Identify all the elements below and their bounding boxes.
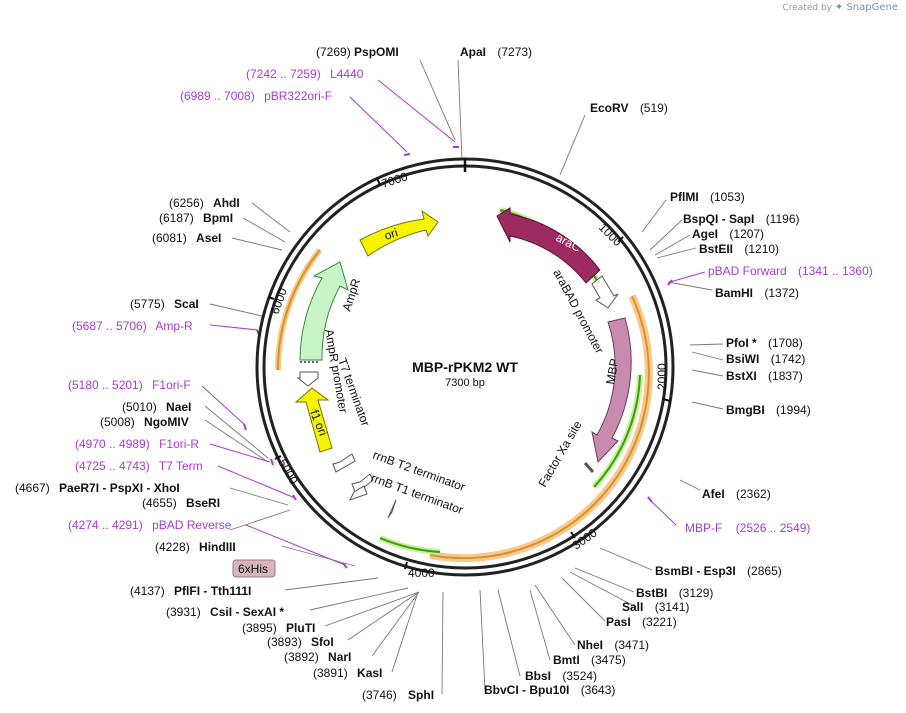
primer-T7-Term[interactable]: (4725 .. 4743) T7 Term (75, 459, 203, 473)
feature-f1-ori[interactable] (294, 387, 333, 453)
snapgene-credit: Created by ✦ SnapGene (782, 2, 898, 13)
site-AfeI[interactable]: AfeI (2362) (702, 487, 771, 501)
site-BbvCI-Bpu10I[interactable]: BbvCI - Bpu10I (3643) (484, 683, 615, 697)
badge-6xHis-label: 6xHis (238, 562, 268, 576)
primer-F1ori-F[interactable]: (5180 .. 5201) F1ori-F (68, 378, 191, 392)
primer-Amp-R[interactable]: (5687 .. 5706) Amp-R (72, 319, 193, 333)
restriction-sites: (7269) PspOMI ApaI (7273) EcoRV (519) Pf… (15, 45, 811, 702)
site-AgeI[interactable]: AgeI (1207) (692, 227, 764, 241)
snapgene-logo: ✦ SnapGene (834, 2, 898, 13)
tick-4000: 4000 (408, 566, 435, 580)
site-PflFI-Tth111I[interactable]: (4137) PflFI - Tth111I (130, 584, 251, 598)
site-AhdI[interactable]: (6256) AhdI (169, 196, 240, 210)
feature-MBP[interactable] (591, 317, 632, 464)
site-CsiI-SexAI[interactable]: (3931) CsiI - SexAI * (166, 605, 284, 619)
site-ScaI[interactable]: (5775) ScaI (130, 297, 199, 311)
site-NarI[interactable]: (3892) NarI (284, 650, 351, 664)
site-PaeR7I-PspXI-XhoI[interactable]: (4667) PaeR7I - PspXI - XhoI (15, 481, 180, 495)
feature-factor-xa[interactable] (583, 462, 595, 473)
primer-pBAD-Reverse[interactable]: (4274 .. 4291) pBAD Reverse (68, 518, 232, 532)
site-ApaI[interactable]: ApaI (7273) (460, 45, 532, 59)
primers: (7242 .. 7259) L4440 (6989 .. 7008) pBR3… (68, 67, 873, 535)
feature-T7-term-arrow[interactable] (348, 485, 368, 501)
site-SphI[interactable]: (3746) SphI (362, 688, 434, 702)
site-BseRI[interactable]: (4655) BseRI (142, 496, 220, 510)
feature-ori-label: ori (383, 225, 400, 242)
site-KasI[interactable]: (3891) KasI (313, 666, 382, 680)
site-NgoMIV[interactable]: (5008) NgoMIV (100, 415, 189, 429)
orf-arcs (274, 248, 653, 563)
site-BmgBI[interactable]: BmgBI (1994) (726, 403, 811, 417)
site-EcoRV[interactable]: EcoRV (519) (590, 101, 668, 115)
primer-MBP-F[interactable]: MBP-F (2526 .. 2549) (685, 521, 810, 535)
tick-2000: 2000 (655, 363, 669, 390)
site-BsiWI[interactable]: BsiWI (1742) (726, 352, 805, 366)
badge-6xHis[interactable]: 6xHis (232, 559, 276, 578)
site-BamHI[interactable]: BamHI (1372) (715, 286, 799, 300)
feature-rrnB-T2[interactable] (387, 499, 397, 519)
primer-F1ori-R[interactable]: (4970 .. 4989) F1ori-R (75, 437, 199, 451)
site-PfoI[interactable]: PfoI * (1708) (726, 336, 803, 350)
feature-factor-xa-label: Factor Xa site (535, 418, 584, 489)
primer-marks (243, 146, 673, 569)
scale-ticks (267, 177, 671, 570)
primer-leaders (201, 79, 706, 566)
site-NheI[interactable]: NheI (3471) (577, 638, 649, 652)
map-subtitle: 7300 bp (445, 377, 485, 389)
site-AseI[interactable]: (6081) AseI (152, 231, 221, 245)
site-PspOMI[interactable]: (7269) PspOMI (316, 45, 399, 59)
tick-7000: 7000 (380, 169, 410, 191)
feature-MBP-label: MBP (603, 357, 621, 385)
feature-araBAD-promoter[interactable] (591, 275, 619, 309)
feature-araC[interactable] (496, 207, 601, 284)
site-BpmI[interactable]: (6187) BpmI (159, 211, 233, 225)
site-PflMI[interactable]: PflMI (1053) (670, 190, 745, 204)
site-SfoI[interactable]: (3893) SfoI (267, 635, 334, 649)
site-HindIII[interactable]: (4228) HindIII (155, 540, 236, 554)
feature-rrnB-T1-arrow[interactable] (332, 453, 356, 473)
site-NaeI[interactable]: (5010) NaeI (122, 400, 191, 414)
leader-lines (204, 59, 724, 695)
feature-f1-ori-label: f1 ori (307, 408, 330, 438)
site-BstEII[interactable]: BstEII (1210) (699, 242, 779, 256)
primer-L4440[interactable]: (7242 .. 7259) L4440 (246, 67, 364, 81)
tick-1000: 1000 (596, 220, 625, 249)
site-BmtI[interactable]: BmtI (3475) (553, 653, 626, 667)
feature-AmpR[interactable] (299, 261, 349, 361)
site-SalI[interactable]: SalI (3141) (622, 600, 689, 614)
credit-brand: SnapGene (846, 2, 898, 13)
site-BstBI[interactable]: BstBI (3129) (636, 586, 713, 600)
site-PasI[interactable]: PasI (3221) (606, 615, 677, 629)
primer-pBAD-Forward[interactable]: pBAD Forward (1341 .. 1360) (708, 264, 873, 278)
tick-5000: 5000 (275, 457, 301, 487)
site-BspQI-SapI[interactable]: BspQI - SapI (1196) (683, 212, 799, 226)
site-BsmBI-Esp3I[interactable]: BsmBI - Esp3I (2865) (655, 564, 782, 578)
site-PluTI[interactable]: (3895) PluTI (242, 621, 315, 635)
site-BstXI[interactable]: BstXI (1837) (726, 369, 803, 383)
credit-prefix: Created by (782, 3, 832, 13)
site-BbsI[interactable]: BbsI (3524) (525, 669, 597, 683)
feature-AmpR-promoter[interactable] (296, 371, 319, 387)
primer-pBR322ori-F[interactable]: (6989 .. 7008) pBR322ori-F (180, 89, 332, 103)
feature-ori[interactable] (359, 209, 439, 257)
map-title: MBP-rPKM2 WT (412, 359, 518, 375)
